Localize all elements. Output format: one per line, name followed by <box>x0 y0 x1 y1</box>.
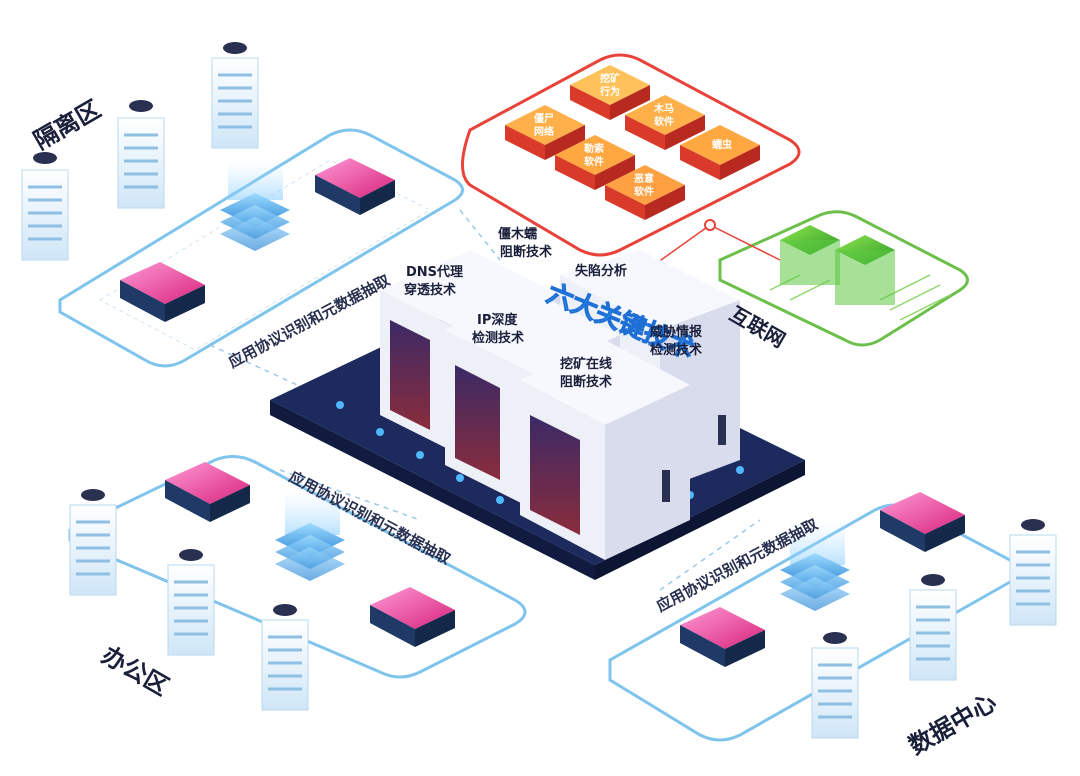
threat-1-line2: 行为 <box>599 85 620 98</box>
technique-6-line2: 阻断技术 <box>560 374 612 390</box>
technique-labels: 僵木蠕 阻断技术 DNS代理 穿透技术 失陷分析 IP深度 检测技术 威胁情报 … <box>404 226 703 390</box>
link-node <box>704 219 716 231</box>
threat-zone <box>461 53 801 257</box>
technique-1-line1: 僵木蠕 <box>498 226 537 242</box>
tower <box>909 574 957 681</box>
threat-6-line2: 软件 <box>634 185 654 198</box>
datacenter-servers <box>680 492 1057 739</box>
zone-label-isolation: 隔离区 <box>29 95 105 155</box>
appliance <box>315 158 395 215</box>
zone-label-datacenter: 数据中心 <box>904 688 1001 760</box>
tower <box>21 152 69 261</box>
chip-stack <box>780 520 850 611</box>
technique-3-line1: 失陷分析 <box>575 263 627 279</box>
threat-box-worm: 蠕虫 <box>680 125 760 180</box>
technique-1-line2: 阻断技术 <box>500 244 552 260</box>
threat-1-line1: 挖矿 <box>600 72 620 85</box>
technique-4-line2: 检测技术 <box>472 330 524 346</box>
threat-box-botnet: 僵尸 网络 <box>505 105 585 160</box>
technique-6-line1: 挖矿在线 <box>560 356 612 372</box>
technique-5-line1: 威胁情报 <box>650 324 703 340</box>
appliance <box>120 262 205 322</box>
core-server-front <box>520 340 690 560</box>
office-zone <box>68 455 527 679</box>
technique-5-line2: 检测技术 <box>650 342 702 358</box>
tower <box>1009 519 1057 626</box>
threat-5-line1: 蠕虫 <box>712 138 732 151</box>
appliance <box>370 587 455 647</box>
tower <box>69 489 117 596</box>
threat-2-line2: 网络 <box>534 125 554 138</box>
technique-4-line1: IP深度 <box>477 312 518 328</box>
threat-4-line2: 软件 <box>584 155 604 168</box>
appliance <box>880 492 965 552</box>
internet-chips <box>780 225 895 305</box>
tower <box>117 100 165 209</box>
tower <box>811 632 859 739</box>
isolation-servers <box>21 42 395 322</box>
tower <box>167 549 215 656</box>
threat-boxes: 挖矿 行为 僵尸 网络 木马 软件 勒索 软件 蠕虫 <box>505 65 760 220</box>
chip-stack <box>275 490 345 581</box>
chip-stack <box>220 160 290 251</box>
threat-box-ransomware: 勒索 软件 <box>555 135 635 190</box>
threat-2-line1: 僵尸 <box>534 112 554 125</box>
appliance <box>680 607 765 667</box>
threat-box-mining: 挖矿 行为 <box>570 65 650 120</box>
office-servers <box>69 462 455 711</box>
threat-box-malware: 恶意 软件 <box>605 165 685 220</box>
appliance <box>165 462 250 522</box>
threat-3-line1: 木马 <box>653 102 674 115</box>
zone-label-office: 办公区 <box>97 641 173 701</box>
tower <box>261 604 309 711</box>
technique-2-line2: 穿透技术 <box>404 282 456 298</box>
technique-2-line1: DNS代理 <box>406 264 463 280</box>
threat-4-line1: 勒索 <box>584 142 604 155</box>
tower <box>211 42 259 149</box>
threat-3-line2: 软件 <box>654 115 674 128</box>
threat-6-line1: 恶意 <box>634 172 654 185</box>
threat-box-trojan: 木马 软件 <box>625 95 705 150</box>
